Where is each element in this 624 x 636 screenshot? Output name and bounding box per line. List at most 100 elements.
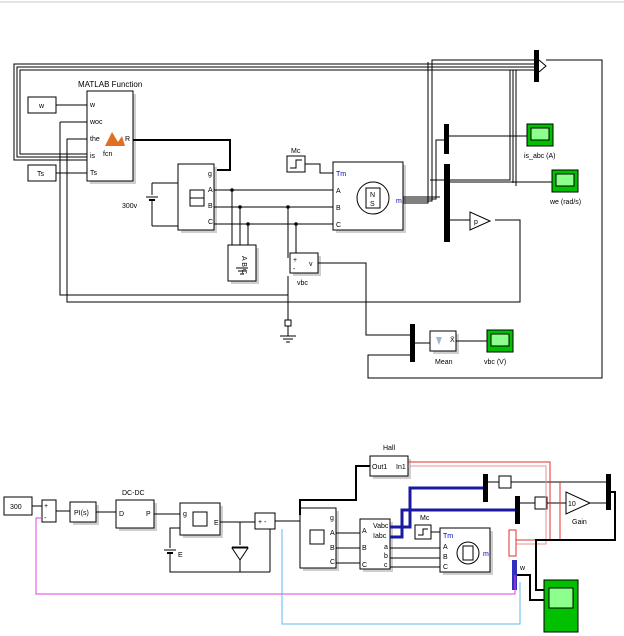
top-three-phase-load[interactable]: A B C [227,244,259,284]
ground-icon [280,276,296,343]
vbc-label: vbc [297,280,308,287]
bottom-scope[interactable] [543,579,579,633]
scope-we[interactable]: we (rad/s) [549,169,581,206]
sum-minus: - [44,515,47,522]
meas-out-b: b [384,553,388,560]
bottom-diagram: 300 + - PI(s) DC-DC D P g E E [3,445,616,633]
top-mc-source[interactable]: Mc [286,148,333,174]
meas-out-a: a [384,544,388,551]
wire-hall-to-inv [299,465,370,515]
bottom-selector-1[interactable] [498,475,512,489]
mean-label: Mean [435,359,453,366]
meas-port-b: B [362,545,367,552]
binv-port-b: B [330,545,335,552]
matlab-fn-input-is: is [90,153,96,160]
matlab-fn-input-w: w [89,102,96,109]
mean-symbol: X̄ [450,336,455,344]
inv-port-g: g [208,171,212,178]
bottom-diode[interactable] [220,521,249,572]
hall-in: In1 [396,464,406,471]
top-demux-1[interactable] [534,50,539,82]
top-demux-arrow [538,59,547,73]
inv-port-a: A [208,187,213,194]
motor-port-tm: Tm [336,171,346,178]
dcdc-title: DC-DC [122,490,145,497]
bottom-mc-label: Mc [420,515,430,522]
meas-port-c: C [362,562,367,569]
dcdc-p: P [146,511,151,518]
bmotor-port-b: B [443,554,448,561]
switch-g: g [183,511,187,518]
matlab-function-block[interactable]: MATLAB Function w woc the is Ts R fcn [78,80,142,184]
scope-we-label: we (rad/s) [549,199,581,206]
bmotor-port-c: C [443,564,448,571]
binv-port-g: g [330,515,334,522]
top-feedback-bus [13,59,603,379]
vsum-label: + - [258,519,267,526]
matlab-fn-name: fcn [103,151,112,158]
wire-the [66,138,521,303]
hall-title: Hall [383,445,396,452]
inv-port-b: B [208,203,213,210]
bottom-switch-block[interactable] [179,502,221,536]
gain-label: Gain [572,519,587,526]
dcdc-d: D [119,511,124,518]
const-300-label: 300 [10,504,22,511]
motor-port-a: A [336,188,341,195]
top-demux-3[interactable] [444,164,450,242]
vbc-plus: + [293,257,297,264]
const-ts-label: Ts [37,171,45,178]
sum-plus: + [44,503,48,510]
switch-e: E [214,520,219,527]
top-inverter-block[interactable]: g A B C [177,163,217,233]
wire-vabc [390,486,483,529]
mean-block[interactable]: X̄ Mean [429,330,459,366]
meas-out-c: c [384,562,388,569]
bottom-battery[interactable]: E [164,527,270,573]
top-phase-wires [214,188,333,258]
w-label: w [519,565,526,572]
binv-port-a: A [330,530,335,537]
motor-n: N [370,192,375,199]
scope-is-abc[interactable]: is_abc (A) [524,123,556,160]
gain-p-block[interactable] [469,211,492,231]
inv-port-c: C [208,219,213,226]
top-mux-mean[interactable] [410,324,415,362]
bottom-motor-block[interactable] [439,527,491,573]
top-demux-2[interactable] [444,124,449,154]
vbc-minus: - [293,266,296,273]
battery-e-label: E [178,552,183,559]
red-feedback-wires [408,461,561,557]
motor-out-m: m [396,198,402,205]
bottom-selector-2[interactable] [534,496,548,510]
meas-port-a: A [362,528,367,535]
dc-source-300v[interactable]: 300v [122,182,178,227]
vbc-measurement-block[interactable]: + - v vbc [289,252,410,336]
pi-label: PI(s) [74,510,89,517]
matlab-fn-input-the: the [90,136,100,143]
top-motor-block[interactable]: Tm A B C m N S [332,161,406,233]
wire-iabc [390,508,515,539]
bottom-demux-2[interactable] [515,496,520,524]
load-abc-label: A B C [240,256,247,274]
bottom-gain-block[interactable] [565,491,592,515]
wire-gain-to-scope [535,491,616,591]
scope-vbc[interactable]: vbc (V) [484,329,514,366]
bottom-inverter-block[interactable] [299,507,337,569]
gain-p-label: p [474,219,478,226]
dcdc-block[interactable] [115,499,155,529]
bottom-mux-gain[interactable] [606,474,611,510]
meas-out-iabc: Iabc [373,533,387,540]
matlab-fn-input-ts: Ts [90,170,98,177]
const-w-label: w [38,103,45,110]
bottom-demux-1[interactable] [483,474,488,502]
wire-r-to-inverter [133,139,231,171]
matlab-function-title: MATLAB Function [78,80,142,89]
mc-label: Mc [291,148,301,155]
scope-vbc-label: vbc (V) [484,359,506,366]
binv-port-c: C [330,559,335,566]
bottom-measurement-block[interactable] [359,518,391,570]
gain-value: 10 [568,501,576,508]
vbc-v: v [309,261,313,268]
